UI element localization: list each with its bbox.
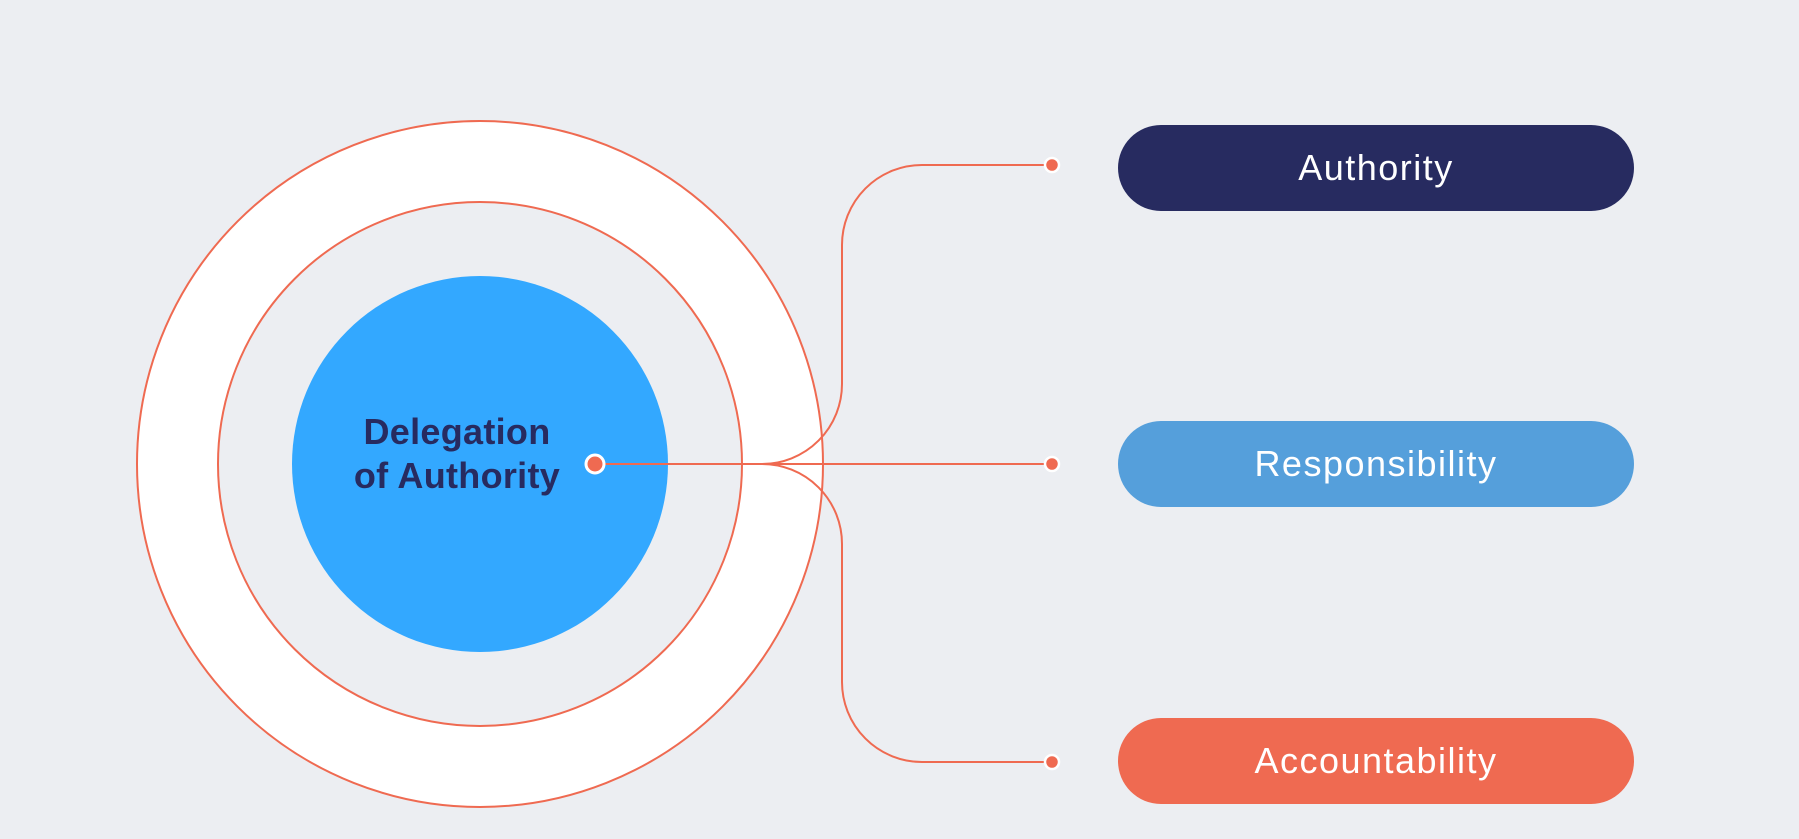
center-title-line2: of Authority	[353, 455, 561, 496]
pill-accountability: Accountability	[1118, 718, 1634, 804]
endpoint-dot-authority	[1043, 156, 1061, 174]
origin-dot	[584, 453, 606, 475]
connector-accountability	[595, 463, 1052, 763]
center-title: Delegation of Authority	[329, 410, 585, 498]
pill-authority: Authority	[1118, 125, 1634, 211]
endpoint-dot-accountability	[1043, 753, 1061, 771]
pill-responsibility: Responsibility	[1118, 421, 1634, 507]
connector-authority	[595, 164, 1052, 465]
endpoint-dot-responsibility	[1043, 455, 1061, 473]
core-circle	[292, 276, 668, 652]
center-title-line1: Delegation	[363, 411, 551, 452]
